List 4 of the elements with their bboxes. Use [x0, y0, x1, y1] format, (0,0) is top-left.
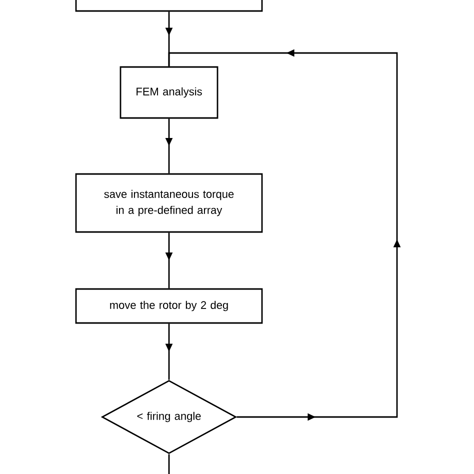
process-box: save instantaneous torque in a pre-defined array: [75, 173, 263, 233]
process-box: FEM analysis: [120, 66, 218, 119]
process-box: [75, 0, 263, 12]
process-box: move the rotor by 2 deg: [75, 288, 263, 324]
